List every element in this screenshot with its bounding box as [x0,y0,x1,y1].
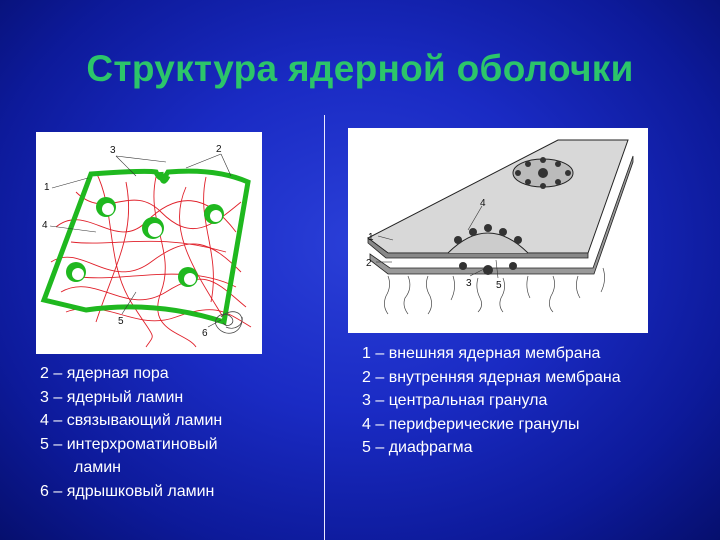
legend-right-item: 2 – внутренняя ядерная мембрана [362,366,702,390]
lamina-svg: 3 2 1 4 5 6 [36,132,262,354]
fig-left-label-5: 5 [118,316,124,327]
fig-left-label-6: 6 [202,328,208,339]
legend-left-item-continuation: ламин [40,456,310,480]
fig-right-label-2: 2 [366,258,372,269]
fig-left-label-1: 1 [44,182,50,193]
slide-title: Структура ядерной оболочки [0,48,720,90]
nuclear-pore-complex-diagram: 1 2 4 3 5 [348,128,648,333]
legend-right-item: 4 – периферические гранулы [362,413,702,437]
legend-left: 2 – ядерная пора 3 – ядерный ламин 4 – с… [40,362,310,503]
label-leaders [50,154,231,327]
legend-left-item: 2 – ядерная пора [40,362,310,386]
fig-right-label-3: 3 [466,278,472,289]
fig-right-label-5: 5 [496,280,502,291]
legend-left-item: 4 – связывающий ламин [40,409,310,433]
fig-left-label-3: 3 [110,145,116,156]
fig-right-label-4: 4 [480,198,486,209]
pore-complex-svg: 1 2 4 3 5 [348,128,648,333]
legend-left-item: 5 – интерхроматиновый [40,433,310,457]
legend-right: 1 – внешняя ядерная мембрана 2 – внутрен… [362,342,702,460]
nuclear-pores [66,197,224,287]
column-divider [324,115,325,540]
fig-left-label-4: 4 [42,220,48,231]
fig-right-label-1: 1 [368,232,374,243]
legend-right-item: 5 – диафрагма [362,436,702,460]
fibrils [384,268,604,314]
fig-left-label-2: 2 [216,144,222,155]
legend-left-item: 6 – ядрышковый ламин [40,480,310,504]
legend-right-item: 1 – внешняя ядерная мембрана [362,342,702,366]
legend-left-item: 3 – ядерный ламин [40,386,310,410]
nuclear-lamina-diagram: 3 2 1 4 5 6 [36,132,262,354]
legend-right-item: 3 – центральная гранула [362,389,702,413]
